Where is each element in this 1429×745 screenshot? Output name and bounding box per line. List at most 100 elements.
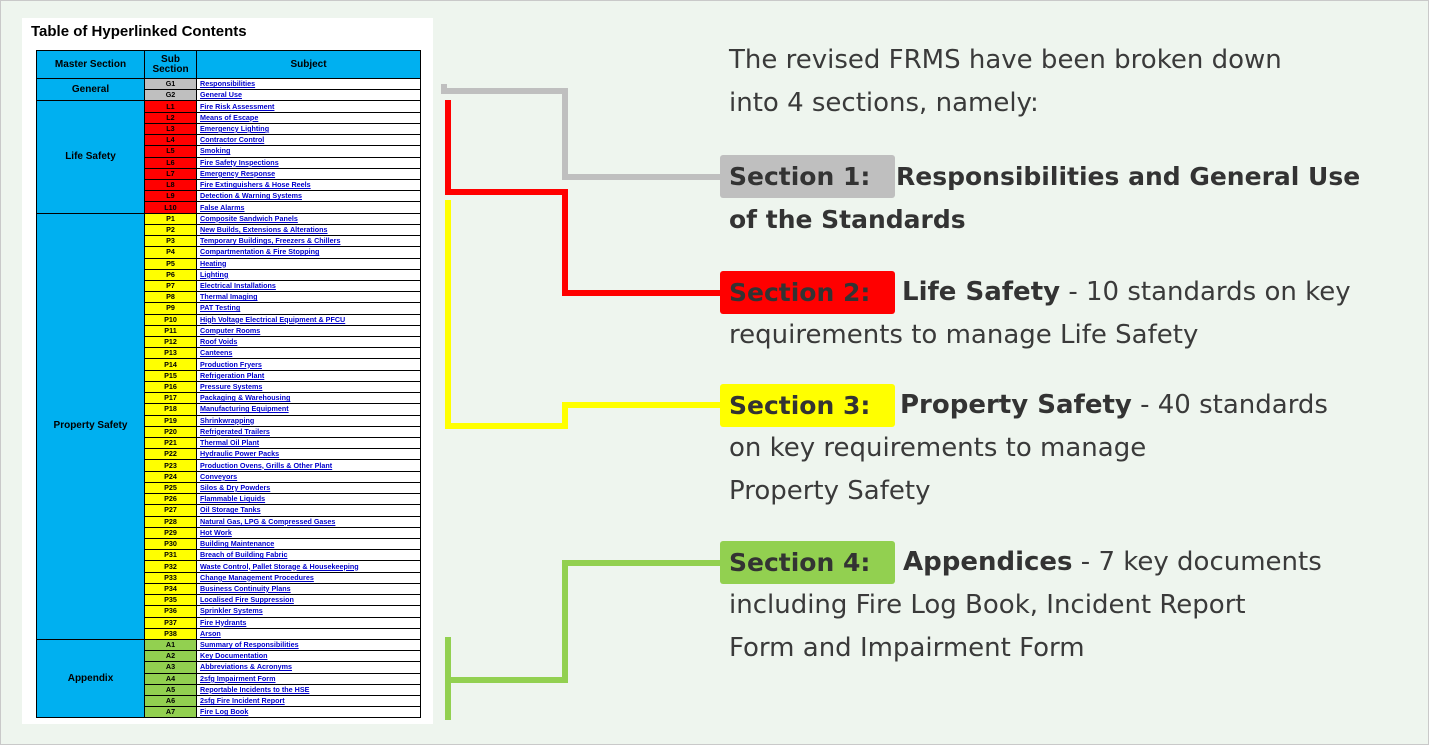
- subject-link[interactable]: Sprinkler Systems: [196, 605, 421, 618]
- intro-line-2: into 4 sections, namely:: [729, 88, 1039, 118]
- subject-link[interactable]: Abbreviations & Acronyms: [196, 661, 421, 674]
- section-1-title-line2: of the Standards: [729, 205, 966, 234]
- subject-link[interactable]: Fire Hydrants: [196, 616, 421, 629]
- subject-link[interactable]: Natural Gas, LPG & Compressed Gases: [196, 515, 421, 528]
- section-4-desc-line: Form and Impairment Form: [729, 633, 1085, 663]
- connector-section-1: [441, 84, 722, 180]
- section-2-desc-first: - 10 standards on key: [1060, 277, 1351, 307]
- section-4-label: Section 4:: [729, 548, 871, 577]
- subject-link[interactable]: Oil Storage Tanks: [196, 504, 421, 517]
- sub-section-code: P30: [144, 537, 197, 551]
- subject-link[interactable]: Reportable Incidents to the HSE: [196, 683, 421, 697]
- sub-section-code: A2: [144, 650, 197, 663]
- sub-section-code: P36: [144, 605, 197, 618]
- subject-link[interactable]: Arson: [196, 627, 421, 640]
- sub-section-code: G1: [144, 77, 197, 91]
- connector-section-3: [445, 200, 722, 429]
- master-section-cell: Life Safety: [36, 100, 145, 214]
- section-1-label: Section 1:: [729, 162, 871, 191]
- section-3-label-box: [720, 384, 895, 427]
- sub-section-code: L3: [144, 122, 197, 136]
- master-section-cell: Appendix: [36, 638, 145, 719]
- subject-link[interactable]: Business Continuity Plans: [196, 582, 421, 596]
- connector-section-2: [445, 100, 722, 296]
- header-subject: Subject: [196, 50, 421, 79]
- section-4-label-box: [720, 541, 895, 584]
- section-2-line-1: Life Safety - 10 standards on key: [902, 271, 1351, 314]
- section-3-desc-line: Property Safety: [729, 476, 931, 506]
- master-section-cell: General: [36, 77, 145, 102]
- subject-link[interactable]: Fire Log Book: [196, 706, 421, 719]
- subject-link[interactable]: Building Maintenance: [196, 537, 421, 551]
- toc-header-row: Master Section Sub Section Subject: [36, 50, 421, 79]
- section-4-desc-line: including Fire Log Book, Incident Report: [729, 590, 1246, 620]
- sub-section-code: P32: [144, 560, 197, 573]
- subject-link[interactable]: Summary of Responsibilities: [196, 638, 421, 652]
- section-3-line-1: Property Safety - 40 standards: [900, 384, 1328, 427]
- section-3-label: Section 3:: [729, 391, 871, 420]
- subject-link[interactable]: Waste Control, Pallet Storage & Housekee…: [196, 560, 421, 573]
- sub-section-code: P28: [144, 515, 197, 528]
- section-2-desc-line: requirements to manage Life Safety: [729, 320, 1199, 350]
- sub-section-code: P38: [144, 627, 197, 640]
- section-4-title: Appendices: [903, 547, 1073, 577]
- sub-section-code: P37: [144, 616, 197, 629]
- subject-link[interactable]: 2sfg Impairment Form: [196, 672, 421, 685]
- sub-section-code: A6: [144, 695, 197, 708]
- sub-section-code: P34: [144, 582, 197, 596]
- section-4-desc-first: - 7 key documents: [1072, 547, 1322, 577]
- intro-line-1: The revised FRMS have been broken down: [729, 45, 1282, 75]
- sub-section-code: A1: [144, 638, 197, 652]
- subject-link[interactable]: 2sfg Fire Incident Report: [196, 695, 421, 708]
- section-1-label-box: [720, 155, 895, 198]
- subject-link[interactable]: Localised Fire Suppression: [196, 594, 421, 607]
- section-3-desc-first: - 40 standards: [1131, 390, 1328, 420]
- toc-table: Master Section Sub Section Subject Gener…: [36, 50, 421, 719]
- toc-panel: Table of Hyperlinked Contents Master Sec…: [22, 18, 433, 724]
- section-3-desc-line: on key requirements to manage: [729, 433, 1147, 463]
- section-2-label: Section 2:: [729, 278, 871, 307]
- sub-section-code: P35: [144, 594, 197, 607]
- subject-link[interactable]: Breach of Building Fabric: [196, 549, 421, 562]
- subject-link[interactable]: Hot Work: [196, 526, 421, 539]
- section-3-title: Property Safety: [900, 390, 1132, 420]
- subject-link[interactable]: Key Documentation: [196, 650, 421, 663]
- sub-section-code: P31: [144, 549, 197, 562]
- header-sub-section: Sub Section: [144, 50, 197, 79]
- section-2-title: Life Safety: [902, 277, 1061, 307]
- toc-title: Table of Hyperlinked Contents: [31, 23, 247, 40]
- subject-link[interactable]: Change Management Procedures: [196, 571, 421, 584]
